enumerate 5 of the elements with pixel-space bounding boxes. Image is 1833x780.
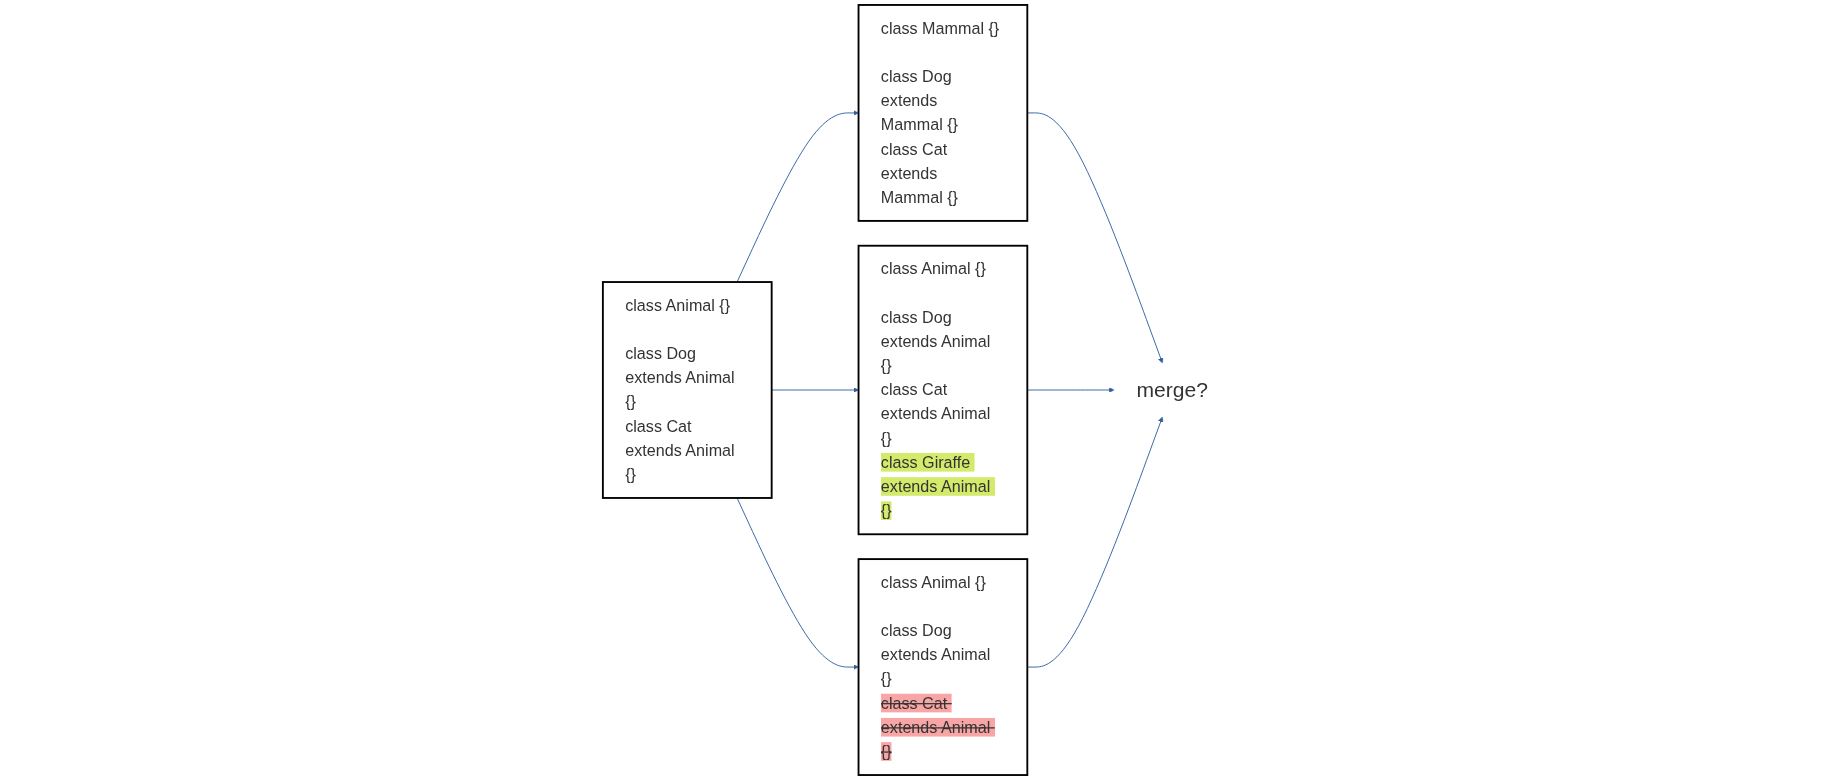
node-text: merge? <box>1136 377 1208 402</box>
node-box: class Animal {} class Dog extends Animal {} class Cat extends Animal {} <box>601 281 773 499</box>
node-box: class Animal {} class Dog extends Animal {} class Cat extends Animal {} <box>857 558 1029 776</box>
node-box: class Animal {} class Dog extends Animal {} class Cat extends Animal {} class Giraffe extends Animal {} <box>857 244 1029 536</box>
node-box: class Mammal {} class Dog extends Mammal {} class Cat extends Mammal {} <box>857 4 1029 222</box>
